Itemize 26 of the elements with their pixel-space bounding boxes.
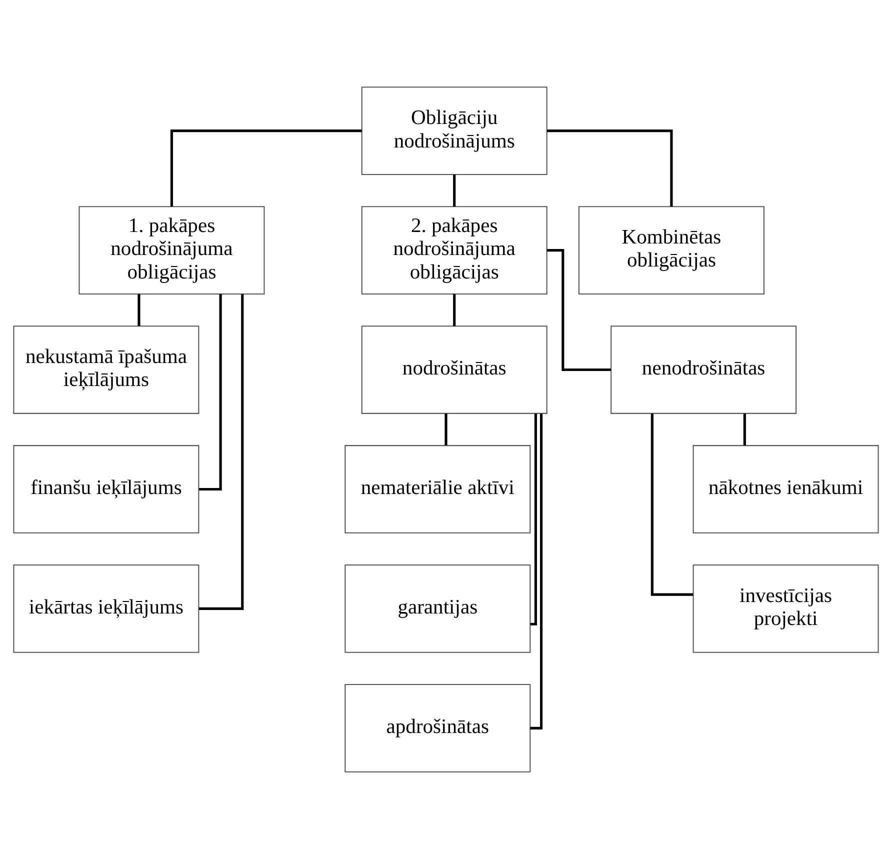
node-box: Kombinētas obligācijas — [578, 206, 764, 294]
node-box: apdrošinātas — [344, 684, 531, 772]
node-box: nodrošinātas — [361, 326, 548, 414]
node-box: nākotnes ienākumi — [692, 445, 879, 534]
node-box: finanšu ieķīlājums — [13, 445, 200, 534]
node-box: iekārtas ieķīlājums — [13, 564, 200, 653]
node-box: nekustamā īpašuma ieķīlājums — [13, 326, 200, 414]
connector — [530, 414, 543, 730]
node-box: nenodrošinātas — [610, 326, 797, 414]
connector — [199, 294, 222, 491]
connector — [530, 414, 537, 626]
node-box: investīcijas projekti — [692, 564, 879, 653]
connector — [743, 414, 746, 446]
node-box: 1. pakāpes nodrošinājuma obligācijas — [78, 206, 265, 294]
connector — [138, 294, 140, 326]
connector — [547, 130, 673, 206]
connector — [453, 294, 456, 326]
node-box: garantijas — [344, 564, 531, 653]
connector — [453, 174, 456, 206]
node-box: 2. pakāpes nodrošinājuma obligācijas — [361, 206, 548, 294]
connector — [650, 414, 693, 596]
node-box: nemateriālie aktīvi — [344, 445, 531, 534]
connector — [444, 414, 448, 446]
connector — [170, 130, 362, 206]
node-box: Obligāciju nodrošinājums — [361, 86, 548, 175]
connector — [198, 294, 244, 610]
